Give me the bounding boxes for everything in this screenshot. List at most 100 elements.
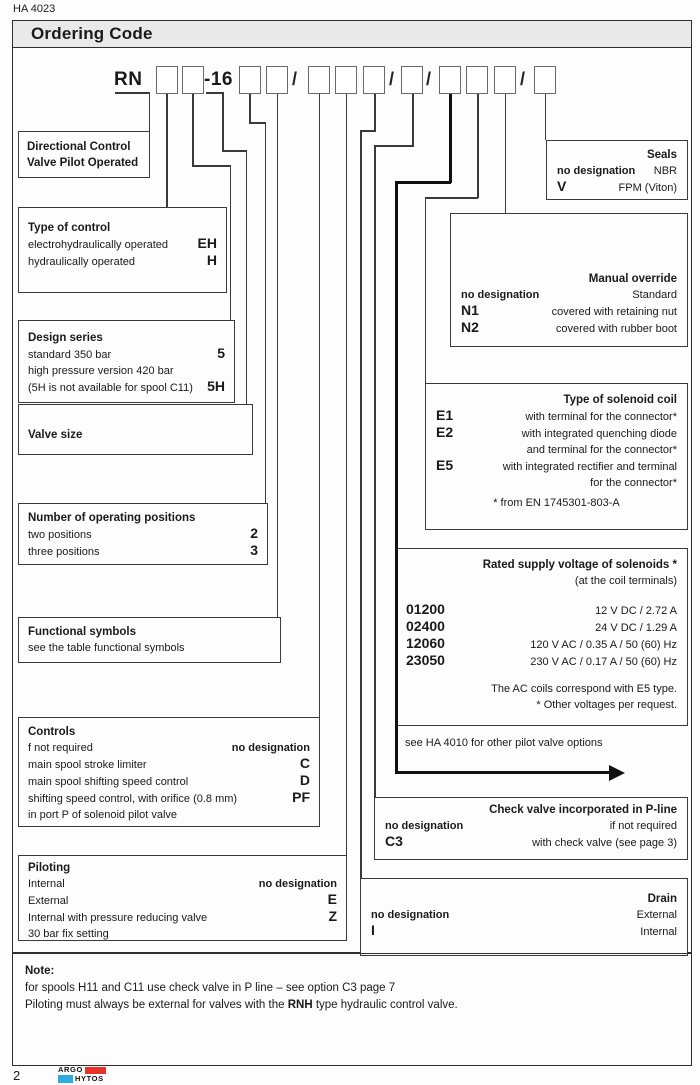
- connector-line: [374, 145, 376, 797]
- coil-footnote: * from EN 1745301-803-A: [493, 497, 620, 509]
- section-supply-voltage: Rated supply voltage of solenoids * (at …: [395, 548, 688, 726]
- option-code: C: [299, 755, 310, 771]
- section-title: Drain: [647, 893, 677, 905]
- option-code: no designation: [231, 742, 310, 754]
- section-title: Functional symbols: [28, 626, 136, 638]
- option-code: N1: [461, 302, 479, 318]
- pilot-options-arrow: [395, 771, 610, 774]
- arrow-right-icon: [609, 764, 625, 781]
- code-box: [335, 66, 357, 94]
- connector-line: [504, 94, 507, 213]
- option-code: 2: [250, 525, 258, 541]
- connector-line: [424, 197, 427, 383]
- code-slash: /: [389, 69, 395, 89]
- option-label: in port P of solenoid pilot valve: [28, 809, 177, 821]
- option-code: 5: [217, 345, 225, 361]
- connector-line: [360, 130, 376, 132]
- option-label: see the table functional symbols: [28, 642, 185, 654]
- option-code: I: [371, 922, 375, 938]
- option-label: External: [28, 895, 69, 907]
- option-code: no designation: [461, 289, 540, 301]
- section-title: Valve size: [28, 429, 83, 441]
- note-line: Piloting must always be external for val…: [25, 999, 458, 1011]
- connector-line-thick: [449, 94, 452, 183]
- option-desc: 12 V DC / 2.72 A: [595, 605, 677, 617]
- option-desc: External: [636, 909, 677, 921]
- option-label: hydraulically operated: [28, 256, 136, 268]
- option-code: 01200: [406, 601, 445, 617]
- section-title: Valve Pilot Operated: [27, 157, 139, 169]
- section-title: Controls: [28, 726, 76, 738]
- connector-line: [276, 94, 279, 617]
- option-code: 12060: [406, 635, 445, 651]
- option-code: E5: [436, 457, 454, 473]
- page-title: Ordering Code: [31, 24, 153, 43]
- option-code: 23050: [406, 652, 445, 668]
- header-bar: Ordering Code: [12, 20, 692, 48]
- connector-line: [115, 92, 150, 94]
- code-size: -16: [204, 69, 233, 90]
- connector-line: [245, 150, 248, 404]
- option-desc: with integrated quenching diode: [521, 428, 677, 440]
- code-box: [439, 66, 461, 94]
- option-desc: FPM (Viton): [618, 182, 677, 194]
- section-title: Rated supply voltage of solenoids *: [482, 559, 677, 571]
- option-code: no designation: [385, 820, 464, 832]
- diagram-frame: [12, 47, 692, 953]
- code-box: [266, 66, 288, 94]
- option-desc: Internal: [640, 926, 677, 938]
- connector-line: [206, 92, 224, 94]
- section-directional-control: Directional Control Valve Pilot Operated: [18, 131, 150, 178]
- option-label: two positions: [28, 529, 92, 541]
- connector-line: [544, 94, 547, 140]
- connector-line: [264, 122, 267, 503]
- logo-text-hytos: HYTOS: [75, 1073, 104, 1083]
- option-code: no designation: [557, 165, 636, 177]
- argo-hytos-logo: ARGO HYTOS: [58, 1066, 106, 1083]
- option-label: Internal with pressure reducing valve: [28, 912, 208, 924]
- code-box: [308, 66, 330, 94]
- option-label: 30 bar fix setting: [28, 928, 109, 940]
- option-desc: NBR: [653, 165, 677, 177]
- section-title: Type of control: [28, 222, 111, 234]
- option-code: 02400: [406, 618, 445, 634]
- section-check-valve: Check valve incorporated in P-line no de…: [374, 797, 688, 860]
- option-label: high pressure version 420 bar: [28, 365, 174, 377]
- option-code: N2: [461, 319, 479, 335]
- code-box: [363, 66, 385, 94]
- code-slash: /: [520, 69, 526, 89]
- option-label: three positions: [28, 546, 100, 558]
- option-code: E: [327, 891, 337, 907]
- code-box: [239, 66, 261, 94]
- section-title: Manual override: [588, 273, 677, 285]
- option-label: main spool stroke limiter: [28, 759, 147, 771]
- option-code: V: [557, 178, 567, 194]
- option-code: C3: [385, 833, 403, 849]
- voltage-subtitle: (at the coil terminals): [574, 575, 677, 587]
- connector-line: [360, 130, 362, 878]
- option-label: standard 350 bar: [28, 349, 112, 361]
- code-slash: /: [426, 69, 432, 89]
- note-box: Note: for spools H11 and C11 use check v…: [12, 953, 692, 1066]
- option-desc: if not required: [609, 820, 677, 832]
- section-title: Piloting: [28, 862, 71, 874]
- option-desc: with integrated rectifier and terminal: [502, 461, 677, 473]
- code-box: [494, 66, 516, 94]
- option-label: main spool shifting speed control: [28, 776, 189, 788]
- option-label: electrohydraulically operated: [28, 239, 169, 251]
- code-box: [156, 66, 178, 94]
- option-code: Z: [328, 908, 337, 924]
- voltage-note: * Other voltages per request.: [536, 699, 677, 711]
- section-title: Number of operating positions: [28, 512, 196, 524]
- code-slash: /: [292, 69, 298, 89]
- section-title: Type of solenoid coil: [563, 394, 677, 406]
- connector-line: [192, 94, 194, 166]
- connector-line-thick: [394, 181, 398, 774]
